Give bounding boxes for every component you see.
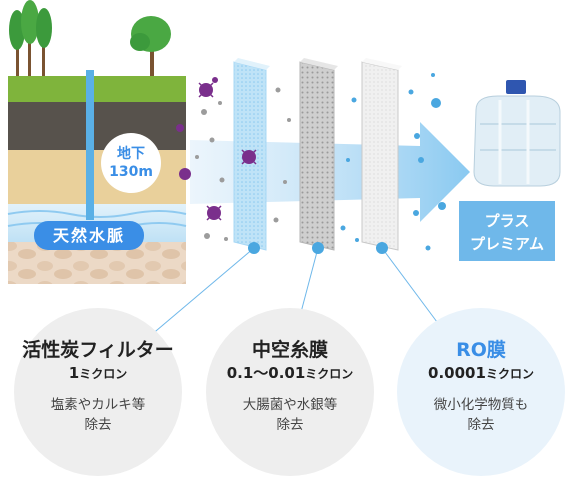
filter-description: 大腸菌や水銀等 除去 [242, 397, 338, 433]
particle-icons [195, 87, 291, 241]
water-bottle-icon [473, 80, 561, 187]
connector-dot [376, 242, 388, 254]
connector-lines [149, 247, 441, 337]
depth-callout: 地下 130m [101, 133, 161, 193]
filter-description: 塩素やカルキ等 除去 [50, 397, 146, 433]
filter-info-hollow-fiber: 中空糸膜 0.1〜0.01ミクロン 大腸菌や水銀等 除去 [206, 308, 374, 476]
dark-soil-layer [8, 102, 186, 150]
filter-description: 微小化学物質も 除去 [433, 397, 529, 433]
filter-panel-ro-membrane [361, 58, 402, 251]
water-vein-badge: 天然水脈 [34, 221, 144, 250]
filter-info-ro-membrane: RO膜 0.0001ミクロン 微小化学物質も 除去 [397, 308, 565, 476]
droplet-icons [340, 73, 446, 251]
filter-spec: 0.1〜0.01ミクロン [226, 364, 354, 382]
product-label-line2: プレミアム [470, 235, 544, 253]
connector-dot [248, 242, 260, 254]
depth-label-line2: 130m [109, 164, 153, 180]
filter-title: 活性炭フィルター [22, 339, 174, 361]
filter-spec: 0.0001ミクロン [428, 364, 534, 382]
product-label-line1: プラス [485, 212, 530, 230]
filter-panel-hollow-fiber [299, 58, 338, 251]
tree-icon [9, 0, 171, 76]
filter-spec: 1ミクロン [68, 364, 128, 382]
filter-title: RO膜 [456, 339, 506, 361]
ground-cross-section [7, 70, 187, 284]
filter-info-activated-carbon: 活性炭フィルター 1ミクロン 塩素やカルキ等 除去 [14, 308, 182, 476]
depth-label-line1: 地下 [117, 145, 145, 162]
well-pipe [86, 70, 94, 220]
connector-dot [312, 242, 324, 254]
filter-title: 中空糸膜 [251, 339, 328, 361]
grass-layer [8, 76, 186, 102]
product-label-badge: プラス プレミアム [459, 201, 555, 261]
water-vein-label: 天然水脈 [53, 226, 125, 245]
